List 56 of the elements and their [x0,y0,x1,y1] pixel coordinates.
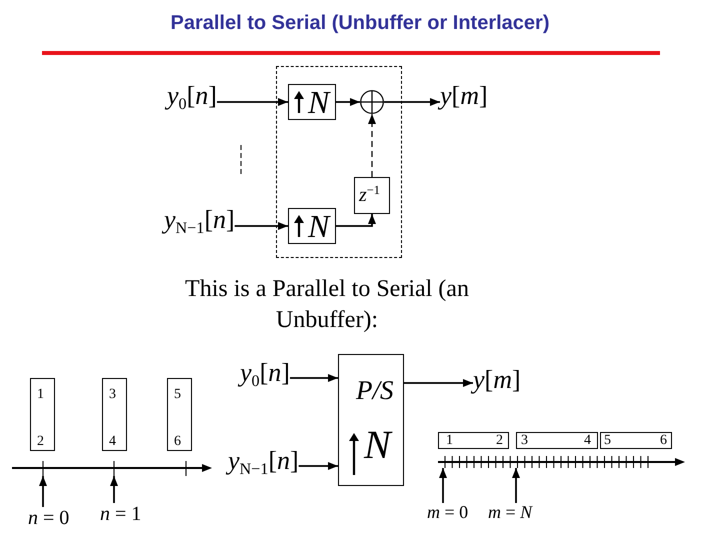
title: Parallel to Serial (Unbuffer or Interlacer) [170,11,550,35]
block-label: P/S [356,377,394,404]
arrow [404,379,473,387]
sample-block [30,378,55,451]
signal-label: y$_{N−1}$[n] [164,206,235,235]
upsampler-block [288,208,336,244]
sample-block [102,378,127,451]
arrow [512,468,520,503]
signal-label: y[m] [473,366,521,395]
sample-block [438,432,509,449]
time-axis [438,456,685,468]
arrow [110,476,118,503]
arrow [439,468,447,503]
arrow [216,98,288,106]
sample-number: 4 [109,435,116,449]
sample-number: 3 [109,388,116,402]
arrow [384,98,440,106]
adder-symbol [360,90,384,114]
sample-number: 2 [37,435,44,449]
arrow [298,462,338,470]
sample-block [167,378,192,451]
delay-label: z$^{−1}$ [359,185,380,205]
dashed-arrow [368,114,376,177]
index-label: n = 0 [28,507,70,529]
factor-label: N [308,86,330,118]
sample-number: 5 [174,388,181,402]
sample-block [600,432,672,449]
description-text: This is a Parallel to Serial (an Unbuffer): [184,275,470,335]
upsampler-block [288,84,336,120]
time-axis [12,461,212,476]
signal-label: y$_{N−1}$[n] [228,447,299,476]
arrow [336,214,376,227]
sample-number: 2 [496,434,503,448]
sample-number: 3 [521,434,528,448]
parallel-to-serial-block [338,354,404,486]
factor-label: N [308,210,330,242]
factor-label: N [364,425,391,465]
sample-number: 1 [37,388,44,402]
index-label: m = 0 [427,503,468,523]
sample-number: 6 [660,434,667,448]
signal-label: y$_{0}$[n] [167,82,217,111]
sample-block [516,432,598,449]
arrow [336,98,360,106]
sample-number: 1 [446,434,453,448]
index-label: m = N [488,503,532,523]
delay-block [354,177,390,214]
signal-label: y$_{0}$[n] [240,359,290,388]
signal-label: y[m] [440,82,488,111]
arrow [234,222,288,230]
sample-number: 4 [584,434,591,448]
sample-number: 6 [174,435,181,449]
index-label: n = 1 [100,503,142,525]
dashed-boundary [276,66,402,258]
arrow [290,374,338,382]
arrow [39,476,47,507]
sample-number: 5 [604,434,611,448]
